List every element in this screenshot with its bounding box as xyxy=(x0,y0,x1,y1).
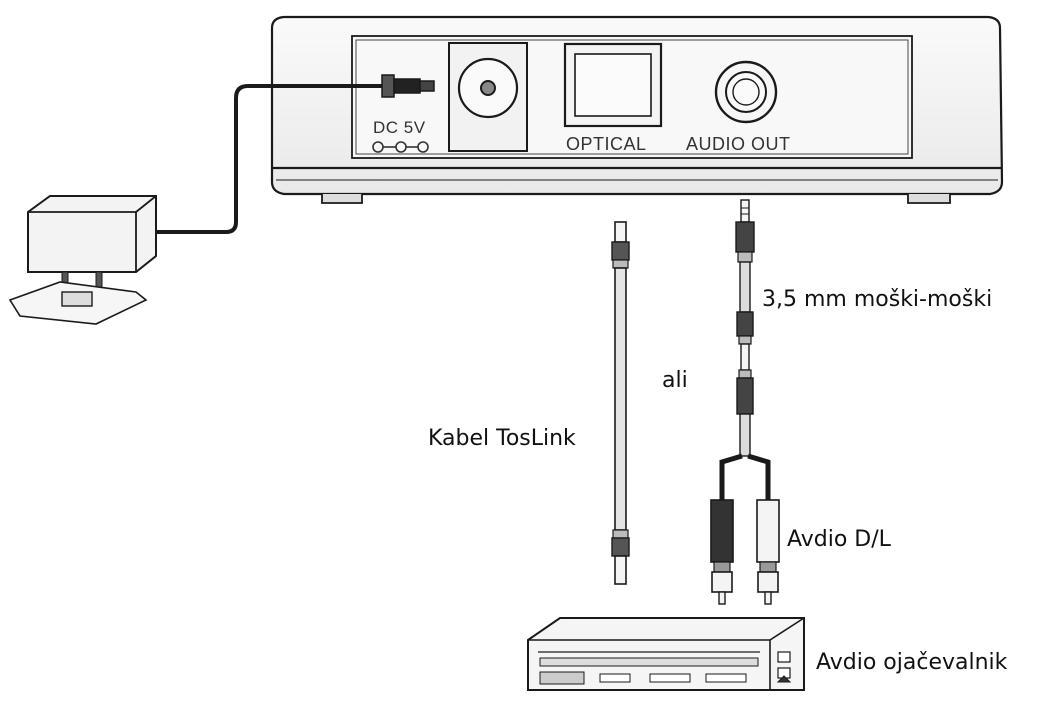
audio-out-port xyxy=(714,60,778,124)
toslink-cable xyxy=(611,221,630,585)
power-adapter xyxy=(8,84,382,325)
optical-port-label: OPTICAL xyxy=(566,134,647,154)
dc-jack xyxy=(448,42,528,152)
audio-cable xyxy=(710,199,780,605)
toslink-label: Kabel TosLink xyxy=(428,426,576,451)
amplifier-label: Avdio ojačevalnik xyxy=(816,650,1008,675)
audio-amplifier xyxy=(527,617,805,691)
polarity-symbol-icon xyxy=(372,141,429,153)
dc-plug xyxy=(381,74,435,98)
dc-port-label: DC 5V xyxy=(373,118,426,137)
or-label: ali xyxy=(662,368,688,393)
audio-lr-label: Avdio D/L xyxy=(787,527,891,552)
audio-out-port-label: AUDIO OUT xyxy=(686,134,791,154)
optical-port xyxy=(563,42,663,128)
cable-35mm-label: 3,5 mm moški-moški xyxy=(762,287,993,312)
